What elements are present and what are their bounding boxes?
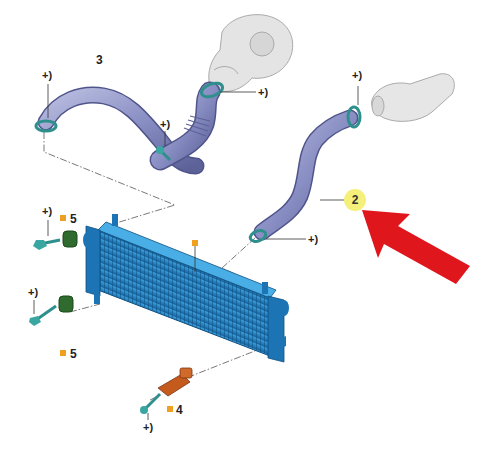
fastener-note: +) [28, 287, 38, 298]
callout-number: 5 [70, 348, 77, 360]
turbocharger [209, 15, 293, 92]
assembly-leader [44, 132, 270, 400]
callout-highlight: 2 [344, 189, 366, 211]
fastener-note: +) [352, 70, 362, 81]
leader-line [195, 246, 196, 272]
fastener-note: +) [143, 422, 153, 433]
charge-air-hose [262, 118, 350, 232]
bolt [156, 146, 170, 160]
intake-pipe [372, 74, 455, 122]
rubber-mount [59, 231, 77, 312]
callout-number: 2 [352, 193, 359, 207]
fastener-note: +) [42, 70, 52, 81]
fastener-note: +) [258, 87, 268, 98]
callout-number: 3 [96, 54, 103, 66]
leader-line [34, 84, 358, 420]
fastener-note: +) [160, 119, 170, 130]
temperature-sensor [140, 368, 192, 414]
intercooler [83, 214, 289, 362]
hose-clamp [36, 81, 360, 244]
new-part-marker [60, 215, 198, 412]
fastener-note: +) [42, 206, 52, 217]
charge-air-hose [46, 92, 210, 166]
callout-number: 5 [70, 213, 77, 225]
fastener-note: +) [308, 234, 318, 245]
highlight-arrow [362, 210, 470, 284]
bolt [29, 240, 60, 326]
callout-number: 4 [176, 404, 183, 416]
